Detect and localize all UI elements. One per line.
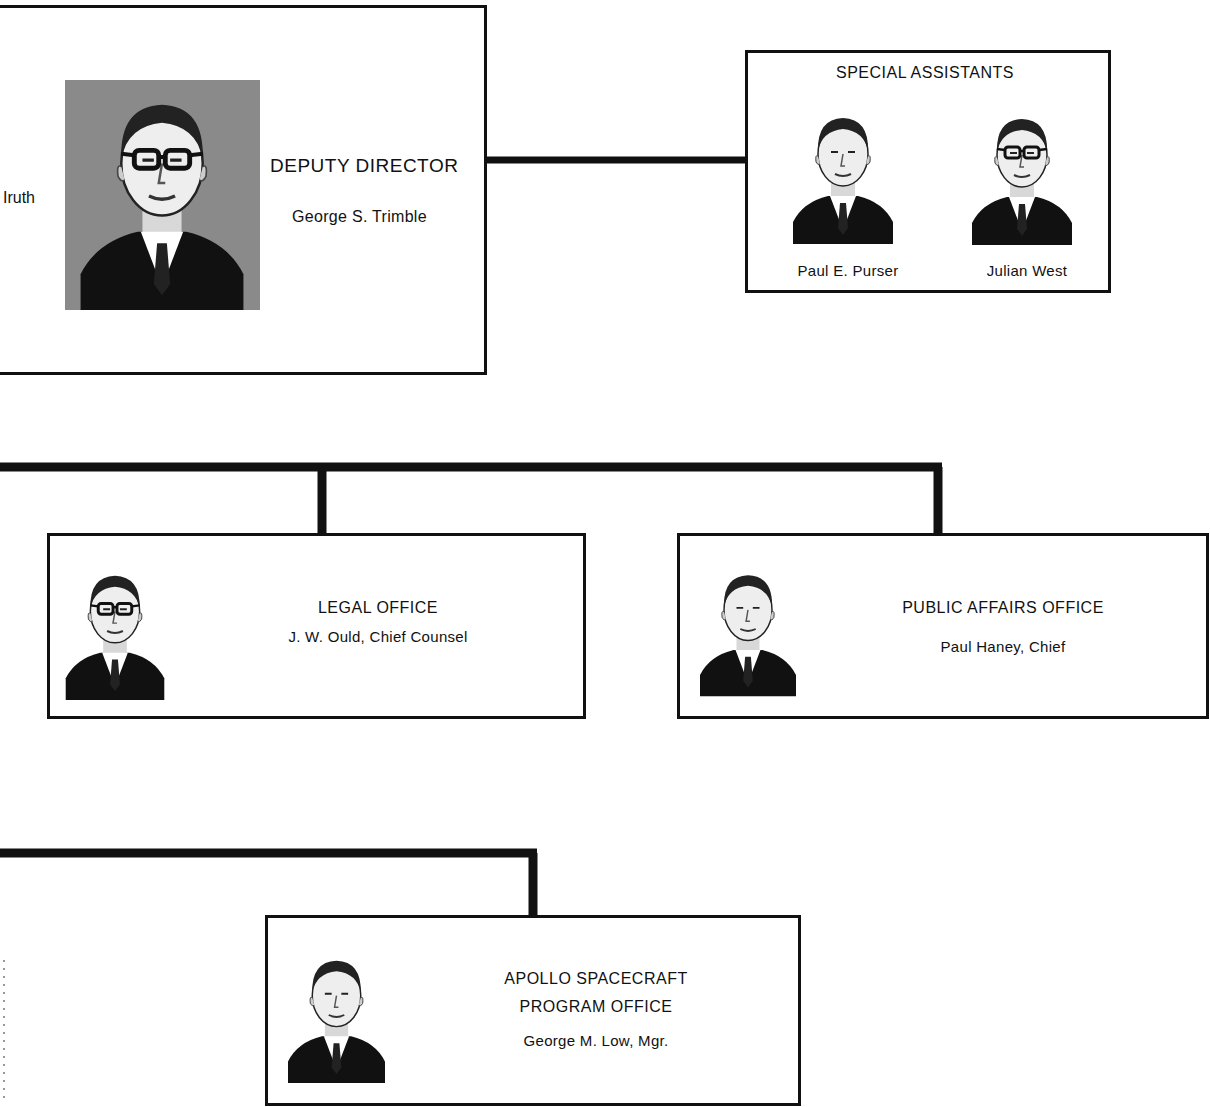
office-title: LEGAL OFFICE <box>318 598 438 617</box>
person-name: George M. Low, Mgr. <box>524 1032 669 1050</box>
bus-line <box>0 853 537 917</box>
portrait-photo <box>66 576 165 700</box>
org-connector <box>487 157 745 164</box>
portrait-photo <box>288 961 385 1083</box>
group-title: SPECIAL ASSISTANTS <box>836 63 1014 82</box>
person-name: Paul E. Purser <box>798 262 899 280</box>
person-name: George S. Trimble <box>292 207 427 226</box>
portrait-glasses <box>90 603 139 614</box>
dotted-mark <box>3 960 5 1100</box>
director-box: Iruth DEPUTY DIRECTOR George S. Trimble <box>0 5 487 375</box>
position-title: DEPUTY DIRECTOR <box>270 155 458 178</box>
office-title: PUBLIC AFFAIRS OFFICE <box>902 598 1104 617</box>
office-box: LEGAL OFFICE J. W. Ould, Chief Counsel <box>47 533 586 719</box>
office-box: APOLLO SPACECRAFT PROGRAM OFFICE George M… <box>265 915 801 1106</box>
partial-name: Iruth <box>3 188 35 207</box>
portrait-glasses <box>997 147 1047 158</box>
bus-line <box>0 467 942 535</box>
person-name: J. W. Ould, Chief Counsel <box>288 628 467 646</box>
portrait-photo <box>972 119 1072 245</box>
office-title: APOLLO SPACECRAFT PROGRAM OFFICE <box>486 965 706 1021</box>
photo-ground <box>65 80 260 310</box>
person-name: Paul Haney, Chief <box>941 638 1066 656</box>
portrait-photo <box>81 105 244 310</box>
portrait-photo <box>700 575 796 696</box>
assistants-box: SPECIAL ASSISTANTS Paul E. Purser Julian W… <box>745 50 1111 293</box>
portrait-photo <box>793 118 893 244</box>
person-name: Julian West <box>987 262 1068 280</box>
portrait-glasses <box>121 150 202 168</box>
office-box: PUBLIC AFFAIRS OFFICE Paul Haney, Chief <box>677 533 1209 719</box>
